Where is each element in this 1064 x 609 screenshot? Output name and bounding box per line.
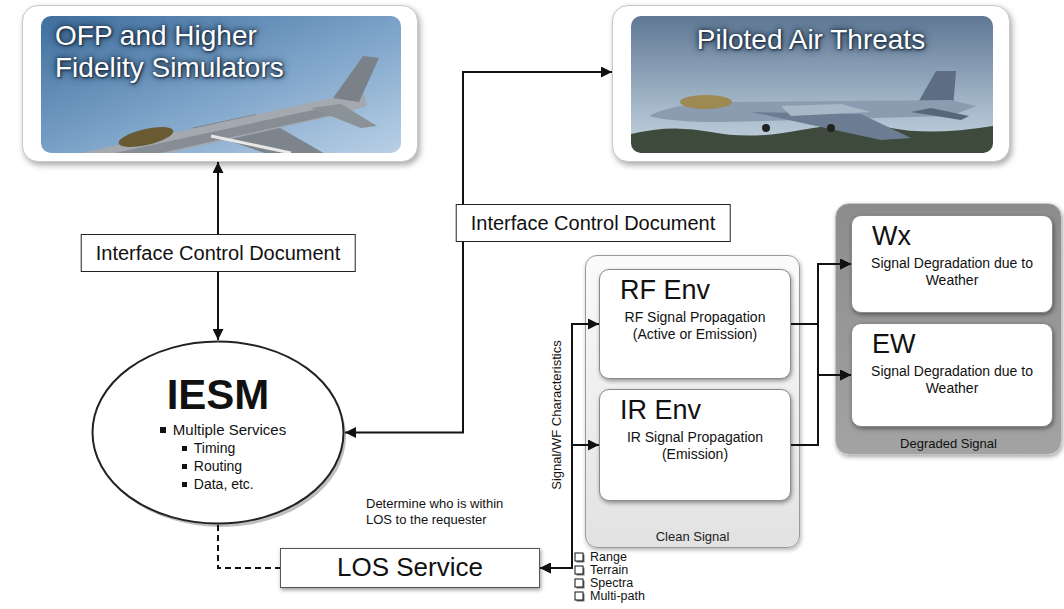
axis-label: Signal/WF Characteristics [549,325,565,505]
rf-env-box: RF EnvRF Signal Propagation (Active or E… [599,269,791,379]
arrow-connector [540,324,599,568]
arrow-connector [791,375,851,445]
arrow-connector [791,264,851,324]
circle-shape [93,342,344,524]
checklist-item: Range [590,551,627,564]
simulator-box: OFP and Higher Fidelity Simulators [22,5,418,162]
checklist-item: Spectra [590,577,633,590]
degraded-signal-group: Degraded SignalWxSignal Degradation due … [835,203,1062,455]
annotation-note: Determine who is within LOS to the reque… [366,496,526,528]
box-title: EW [872,328,916,360]
checkbox-symbols [574,551,588,607]
interface-label: Interface Control Document [81,234,356,272]
group-label: Clean Signal [656,529,730,544]
interface-label: Interface Control Document [456,204,731,242]
bullet-square [160,427,166,433]
list-item: Multiple Services [173,420,286,439]
bullet-square [182,446,187,451]
arrow-connector [540,445,599,568]
checklist-item: Multi-path [590,590,645,603]
list-row: Routing [182,457,286,475]
clean-signal-group: Clean Signal RF EnvRF Signal Propagation … [585,255,800,548]
circle-title: IESM [167,372,270,418]
dashed-connector [218,525,280,568]
checkbox-square [575,579,583,587]
arrow-connector [791,264,851,445]
box-title: OFP and Higher Fidelity Simulators [55,20,325,84]
weather-box: WxSignal Degradation due to Weather [851,215,1053,313]
iesm-circle: IESMMultiple ServicesTimingRoutingData, … [91,340,345,525]
list-row: Multiple Services [160,420,286,439]
box-title: LOS Service [337,552,483,583]
list-row: Timing [182,439,286,457]
group-label: Degraded Signal [900,436,997,451]
box-body: Signal Degradation due to Weather [860,255,1044,289]
list-item: Data, etc. [194,475,254,493]
checkbox-square [575,592,583,600]
box-body: Signal Degradation due to Weather [860,363,1044,397]
ir-env-box: IR EnvIR Signal Propagation (Emission) [599,389,791,501]
box-title: Piloted Air Threats [697,24,925,56]
checkbox-square [575,553,583,561]
threat-box: Piloted Air Threats [612,5,1010,162]
list-item: Timing [194,439,236,457]
list-item: Routing [194,457,242,475]
box-title: Wx [872,220,911,252]
los-service-box: LOS Service [280,548,540,588]
service-list: Multiple ServicesTimingRoutingData, etc. [160,420,286,493]
bullet-square [182,464,187,469]
checkbox-square [575,566,583,574]
box-body: IR Signal Propagation (Emission) [608,429,782,463]
arrow-connector [791,324,851,375]
list-row: Data, etc. [182,475,286,493]
box-body: RF Signal Propagation (Active or Emissio… [608,309,782,343]
bullet-square [182,482,187,487]
ew-box: EWSignal Degradation due to Weather [851,323,1053,427]
checklist-item: Terrain [590,564,628,577]
box-title: RF Env [620,274,710,306]
box-title: IR Env [620,394,701,426]
